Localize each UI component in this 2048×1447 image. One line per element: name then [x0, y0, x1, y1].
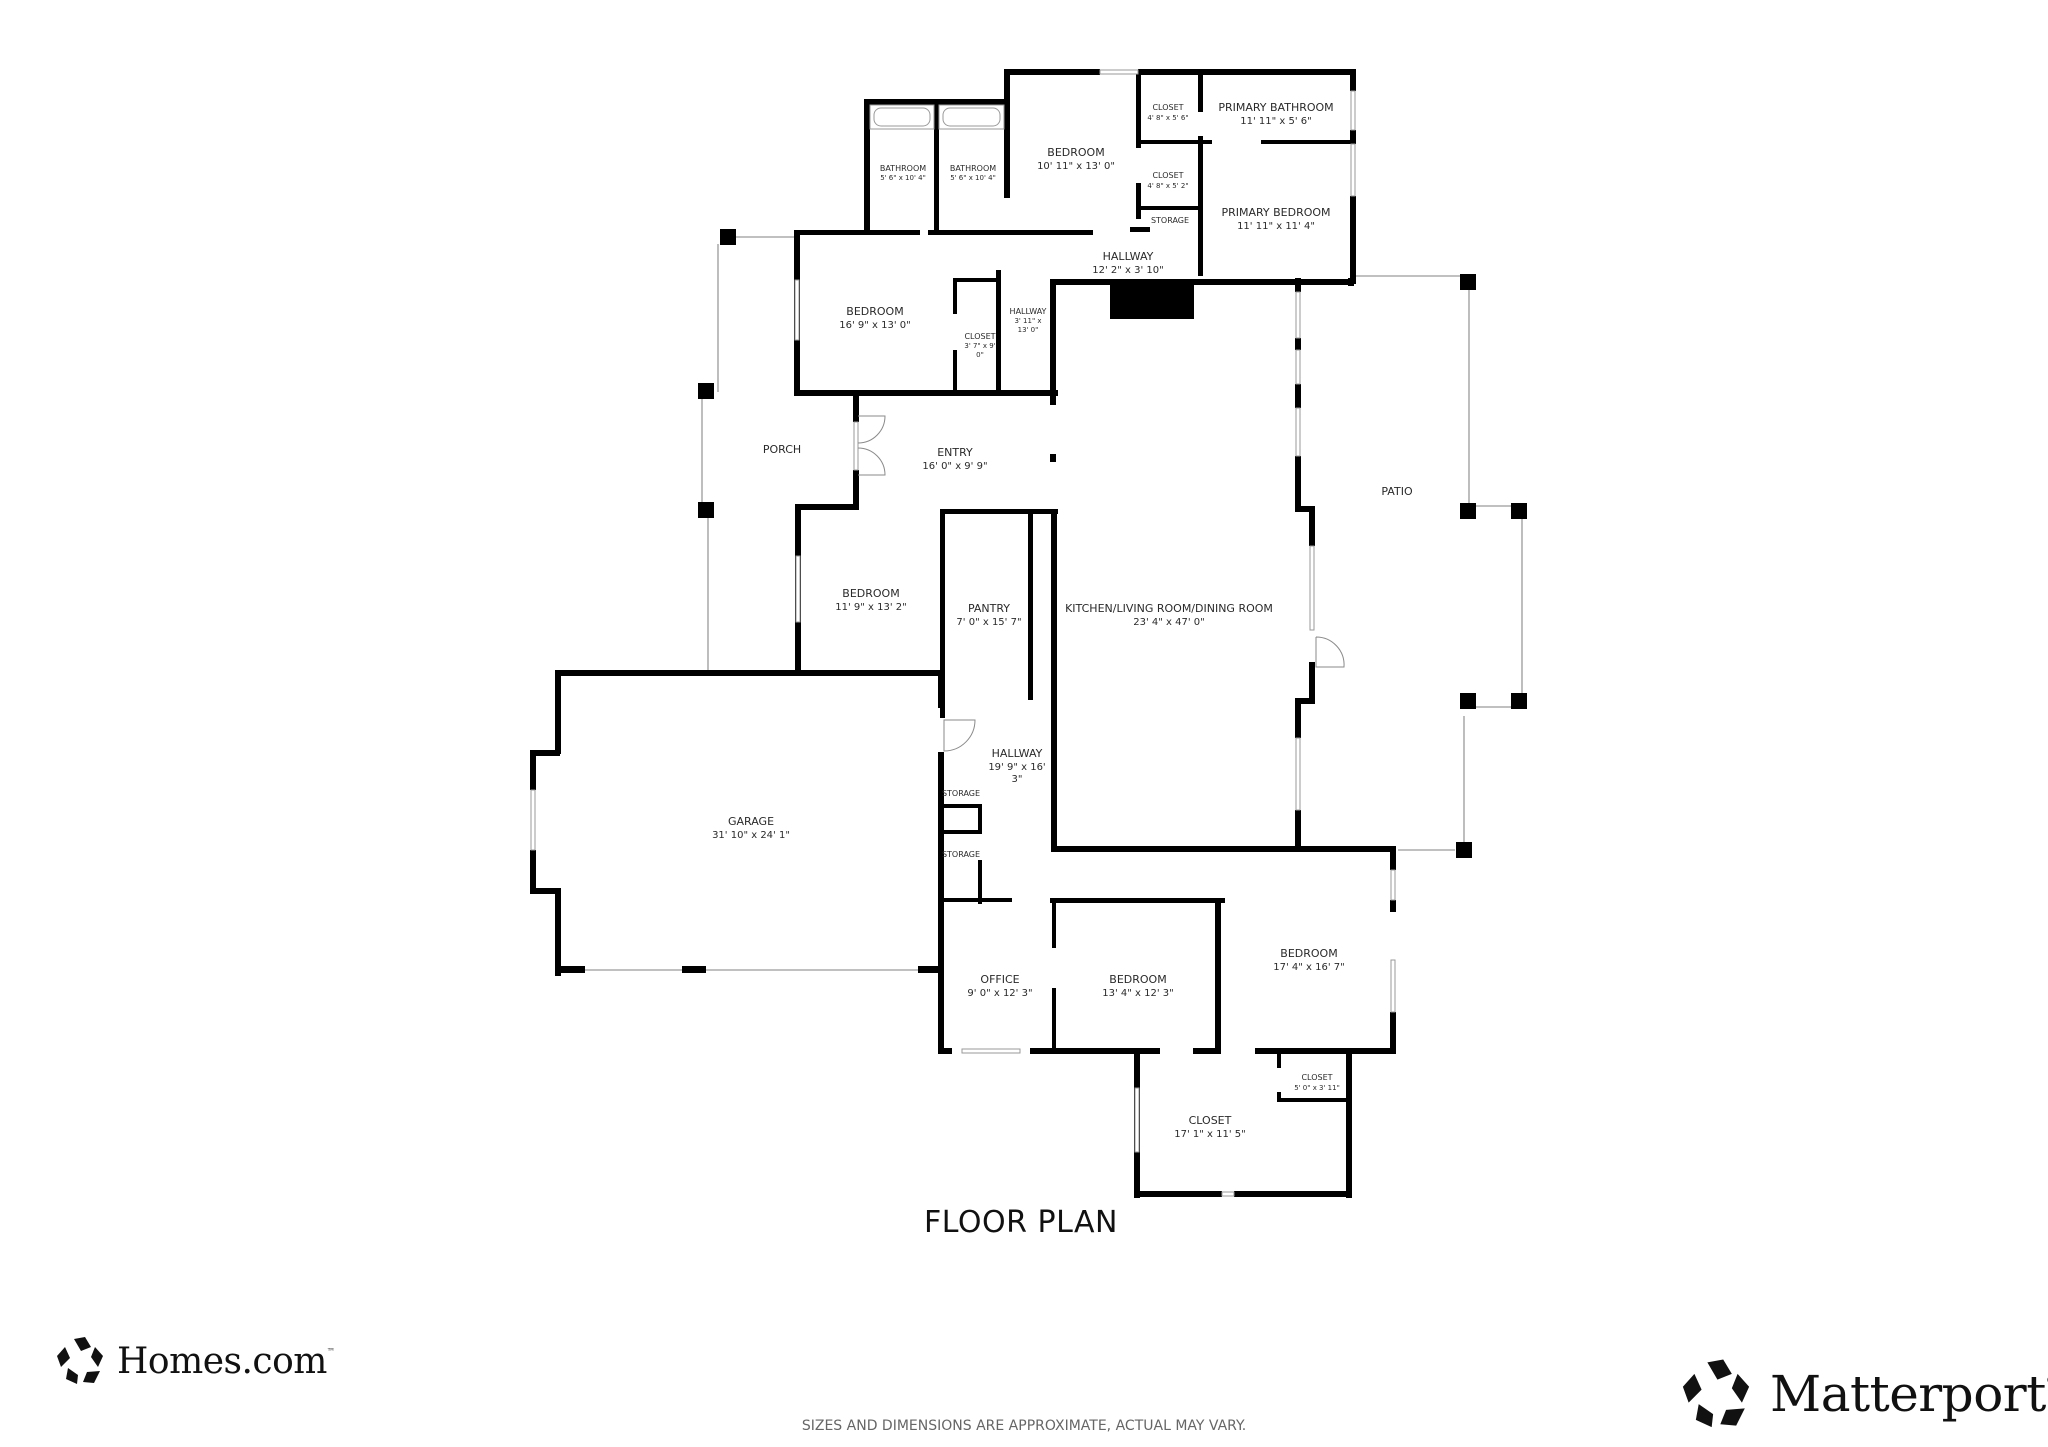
- svg-text:23' 4" x 47' 0": 23' 4" x 47' 0": [1133, 617, 1205, 628]
- room-bathroom-2: BATHROOM: [950, 164, 996, 173]
- svg-text:16' 0" x 9' 9": 16' 0" x 9' 9": [922, 461, 987, 472]
- room-closet-small-south: CLOSET: [1301, 1073, 1332, 1082]
- room-patio: PATIO: [1381, 485, 1413, 498]
- svg-text:5' 6" x 10' 4": 5' 6" x 10' 4": [880, 174, 926, 182]
- room-office: OFFICE: [980, 973, 1019, 986]
- matterport-wordmark: Matterport®: [1770, 1365, 2048, 1423]
- room-storage-south-2: STORAGE: [942, 850, 980, 859]
- svg-text:13' 4" x 12' 3": 13' 4" x 12' 3": [1102, 988, 1174, 999]
- room-closet-primary-bed: CLOSET: [1152, 171, 1183, 180]
- homes-com-wordmark: Homes.com™: [117, 1340, 335, 1382]
- room-porch: PORCH: [763, 443, 801, 456]
- homes-com-logo: Homes.com™: [55, 1336, 335, 1386]
- svg-text:11' 9" x 13' 2": 11' 9" x 13' 2": [835, 602, 907, 613]
- svg-text:4' 8" x 5' 2": 4' 8" x 5' 2": [1147, 182, 1188, 190]
- room-hallway-south: HALLWAY: [992, 747, 1043, 760]
- room-bathroom-1: BATHROOM: [880, 164, 926, 173]
- walls: [530, 69, 1396, 1198]
- svg-text:9' 0" x 12' 3": 9' 0" x 12' 3": [967, 988, 1032, 999]
- room-bedroom-southeast: BEDROOM: [1280, 947, 1337, 960]
- room-bedroom-mid: BEDROOM: [842, 587, 899, 600]
- matterport-pentagon-logo-icon: [1682, 1359, 1750, 1428]
- room-hallway-north: HALLWAY: [1103, 250, 1154, 263]
- svg-text:4' 8" x 5' 6": 4' 8" x 5' 6": [1147, 114, 1188, 122]
- room-closet-large-south: CLOSET: [1189, 1114, 1232, 1127]
- svg-text:3' 11" x: 3' 11" x: [1014, 317, 1041, 325]
- room-kitchen-living-dining: KITCHEN/LIVING ROOM/DINING ROOM: [1065, 602, 1273, 615]
- svg-text:16' 9" x 13' 0": 16' 9" x 13' 0": [839, 320, 911, 331]
- svg-text:13' 0": 13' 0": [1018, 326, 1039, 334]
- room-closet-west: CLOSET: [964, 332, 995, 341]
- room-bedroom-south: BEDROOM: [1109, 973, 1166, 986]
- svg-text:10' 11" x 13' 0": 10' 11" x 13' 0": [1037, 161, 1115, 172]
- svg-text:3": 3": [1012, 774, 1023, 785]
- open-edges: [584, 236, 1523, 971]
- floor-plan-title: FLOOR PLAN: [924, 1205, 1118, 1240]
- room-garage: GARAGE: [728, 815, 774, 828]
- svg-text:7' 0" x 15' 7": 7' 0" x 15' 7": [956, 617, 1021, 628]
- svg-text:5' 0" x 3' 11": 5' 0" x 3' 11": [1294, 1084, 1340, 1092]
- room-storage-south-1: STORAGE: [942, 789, 980, 798]
- room-primary-bathroom: PRIMARY BATHROOM: [1218, 101, 1333, 114]
- room-bedroom-west: BEDROOM: [846, 305, 903, 318]
- svg-text:5' 6" x 10' 4": 5' 6" x 10' 4": [950, 174, 996, 182]
- svg-text:17' 1" x 11' 5": 17' 1" x 11' 5": [1174, 1129, 1246, 1140]
- svg-text:17' 4" x 16' 7": 17' 4" x 16' 7": [1273, 962, 1345, 973]
- matterport-logo: Matterport®: [1680, 1358, 2048, 1430]
- room-hallway-small: HALLWAY: [1010, 307, 1047, 316]
- room-closet-primary-bath: CLOSET: [1152, 103, 1183, 112]
- svg-text:12' 2" x 3' 10": 12' 2" x 3' 10": [1092, 265, 1164, 276]
- svg-text:19' 9" x 16': 19' 9" x 16': [988, 762, 1045, 773]
- svg-text:11' 11" x 11' 4": 11' 11" x 11' 4": [1237, 221, 1315, 232]
- room-labels: BATHROOM 5' 6" x 10' 4" BATHROOM 5' 6" x…: [712, 101, 1413, 1140]
- svg-text:0": 0": [976, 351, 984, 359]
- svg-text:3' 7" x 9': 3' 7" x 9': [964, 342, 995, 350]
- disclaimer-text: SIZES AND DIMENSIONS ARE APPROXIMATE, AC…: [801, 1418, 1247, 1434]
- svg-text:11' 11" x 5' 6": 11' 11" x 5' 6": [1240, 116, 1312, 127]
- room-primary-bedroom: PRIMARY BEDROOM: [1221, 206, 1330, 219]
- room-entry: ENTRY: [937, 446, 973, 459]
- bathtubs: [869, 104, 1005, 130]
- room-storage-north: STORAGE: [1151, 216, 1189, 225]
- svg-text:31' 10" x 24' 1": 31' 10" x 24' 1": [712, 830, 790, 841]
- room-pantry: PANTRY: [968, 602, 1010, 615]
- homes-pentagon-logo-icon: [57, 1337, 103, 1384]
- windows: [530, 69, 1396, 1197]
- room-bedroom-north: BEDROOM: [1047, 146, 1104, 159]
- doors: [853, 415, 1345, 752]
- pillars: [698, 229, 1527, 858]
